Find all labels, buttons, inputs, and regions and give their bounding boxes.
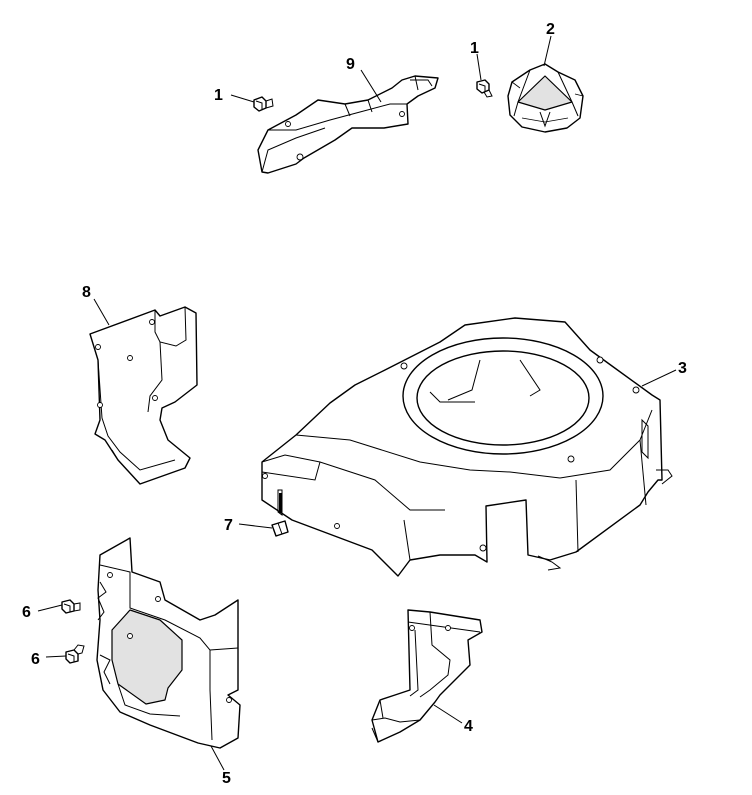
callout-side-shroud: 5 xyxy=(222,770,231,787)
blower-housing-part xyxy=(261,317,673,577)
leader-lower-baffle xyxy=(433,704,463,724)
leader-top-bracket xyxy=(360,69,382,103)
callout-small-cover: 2 xyxy=(546,21,555,38)
lower-baffle-part xyxy=(371,609,483,743)
leader-small-cover xyxy=(543,35,552,67)
leader-blower-housing xyxy=(641,369,677,387)
screw-part-upper xyxy=(61,599,81,614)
leader-bolt-left xyxy=(230,94,255,103)
leader-lines xyxy=(37,35,677,771)
leader-screw-upper xyxy=(37,604,63,612)
bolt-part-left xyxy=(253,96,274,112)
bolt-part-right xyxy=(476,79,493,98)
callout-screw-lower: 6 xyxy=(31,651,40,668)
callout-clip: 7 xyxy=(224,517,233,534)
leader-screw-lower xyxy=(45,655,67,658)
callout-labels: 1 1 2 9 8 3 7 6 6 5 4 xyxy=(22,21,687,787)
side-shroud-part xyxy=(96,537,241,749)
callout-bolt-left: 1 xyxy=(214,87,223,104)
small-cover-part xyxy=(507,63,584,133)
side-baffle-part xyxy=(89,306,198,485)
clip-part xyxy=(271,520,289,537)
top-bracket-part xyxy=(257,75,439,174)
callout-side-baffle: 8 xyxy=(82,284,91,301)
callout-lower-baffle: 4 xyxy=(464,718,473,735)
callout-blower-housing: 3 xyxy=(678,360,687,377)
leader-side-shroud xyxy=(210,745,225,771)
screw-part-lower xyxy=(65,644,85,664)
leader-bolt-right xyxy=(476,53,482,81)
callout-screw-upper: 6 xyxy=(22,604,31,621)
leader-clip xyxy=(238,523,273,529)
leader-side-baffle xyxy=(93,298,110,326)
callout-bolt-right: 1 xyxy=(470,40,479,57)
callout-top-bracket: 9 xyxy=(346,56,355,73)
